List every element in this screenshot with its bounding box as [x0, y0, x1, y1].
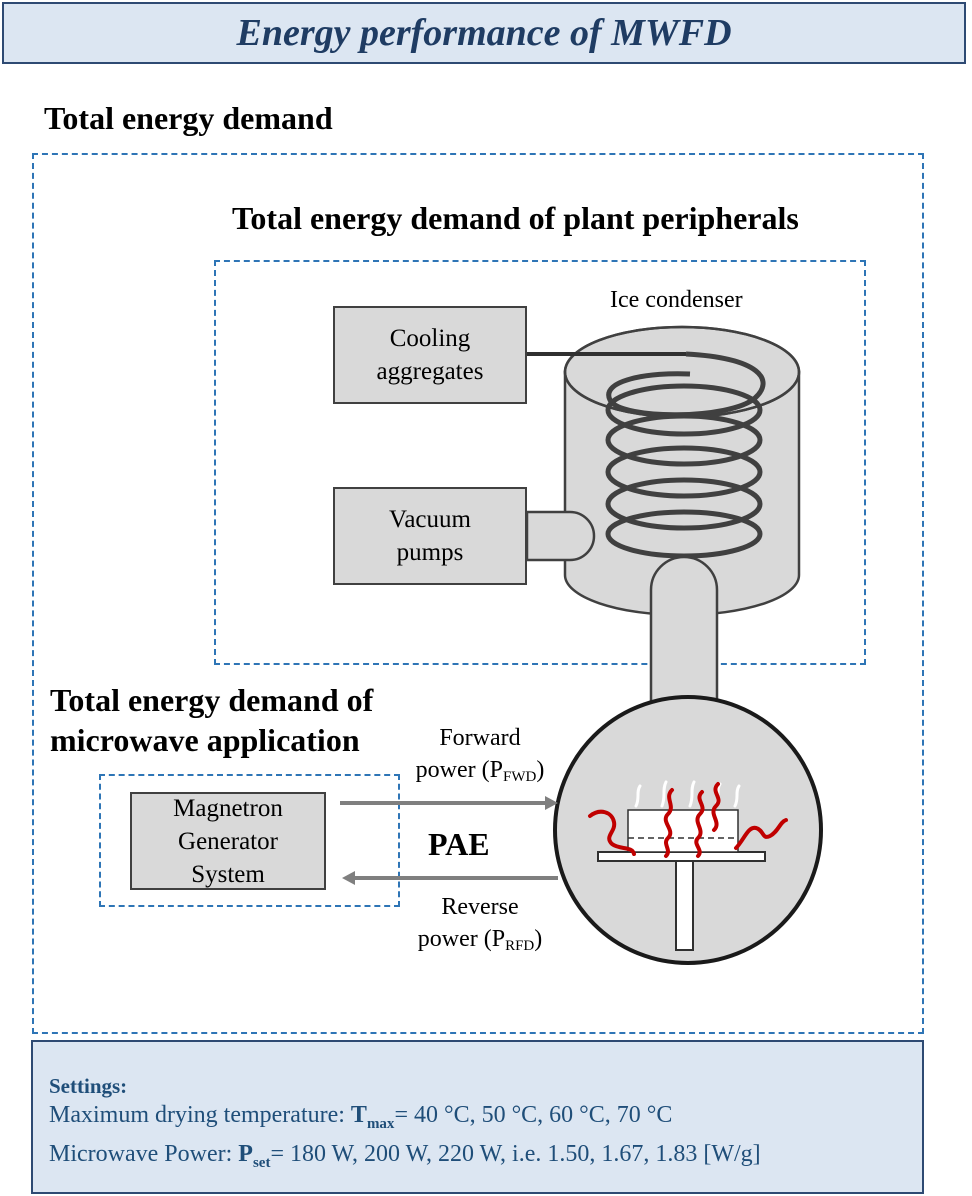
microwave-cavity-icon: [553, 695, 823, 965]
settings-heading: Settings:: [49, 1074, 128, 1098]
forward-subscript: FWD: [502, 769, 537, 785]
pae-label: PAE: [428, 826, 490, 862]
temp-values: = 40 °C, 50 °C, 60 °C, 70 °C: [394, 1102, 673, 1128]
magnetron-label-line1: Magnetron: [173, 794, 283, 822]
heading-microwave-application: Total energy demand of microwave applica…: [50, 680, 373, 760]
power-subscript: set: [252, 1154, 271, 1171]
reverse-prefix: power (P: [417, 926, 506, 952]
heading-plant-peripherals: Total energy demand of plant peripherals: [232, 200, 799, 236]
cooling-label-line2: aggregates: [376, 358, 484, 385]
temp-subscript: max: [366, 1115, 395, 1132]
plant-peripherals-boundary: [214, 260, 866, 665]
total-energy-boundary: [32, 153, 924, 1034]
reverse-label-line2: power (PRFD): [405, 923, 555, 962]
vacuum-pumps-box: Vacuum pumps: [333, 487, 527, 585]
cooling-aggregates-box: Cooling aggregates: [333, 306, 527, 404]
temp-label: Maximum drying temperature:: [49, 1102, 351, 1128]
magnetron-label-line3: System: [191, 860, 265, 888]
temp-symbol: T: [350, 1102, 367, 1128]
magnetron-generator-box: Magnetron Generator System: [130, 792, 326, 890]
power-values: = 180 W, 200 W, 220 W, i.e. 1.50, 1.67, …: [270, 1140, 761, 1167]
forward-power-arrow: [340, 796, 558, 810]
title-bar: Energy performance of MWFD: [2, 2, 966, 64]
reverse-power-label: Reverse power (PRFD): [405, 891, 555, 962]
page-title: Energy performance of MWFD: [236, 12, 732, 54]
ice-condenser-label: Ice condenser: [610, 287, 743, 313]
microwave-application-boundary: [99, 774, 400, 907]
settings-power: Microwave Power: Pset= 180 W, 200 W, 220…: [49, 1139, 922, 1178]
reverse-power-arrow: [342, 871, 558, 885]
settings-panel: Settings: Maximum drying temperature: Tm…: [31, 1040, 924, 1194]
magnetron-label-line2: Generator: [178, 827, 278, 855]
settings-temperature: Maximum drying temperature: Tmax= 40 °C,…: [49, 1100, 922, 1139]
reverse-suffix: ): [534, 926, 543, 952]
heading-total-energy: Total energy demand: [44, 100, 333, 136]
vacuum-pipe: [525, 510, 596, 562]
forward-prefix: power (P: [415, 757, 503, 783]
power-symbol: P: [238, 1140, 253, 1167]
cooling-label-line1: Cooling: [389, 325, 471, 352]
microwave-wave-icon: [588, 782, 788, 858]
vacuum-label-line2: pumps: [396, 539, 464, 566]
forward-label-line2: power (PFWD): [405, 754, 555, 793]
reverse-label-line1: Reverse: [441, 894, 519, 920]
forward-power-label: Forward power (PFWD): [405, 722, 555, 793]
heading-micro-line1: Total energy demand of: [50, 682, 374, 718]
forward-suffix: ): [536, 757, 545, 783]
vacuum-label-line1: Vacuum: [389, 506, 471, 533]
forward-label-line1: Forward: [439, 725, 521, 751]
heading-micro-line2: microwave application: [50, 722, 360, 758]
reverse-subscript: RFD: [505, 938, 535, 954]
power-label: Microwave Power:: [49, 1140, 239, 1167]
